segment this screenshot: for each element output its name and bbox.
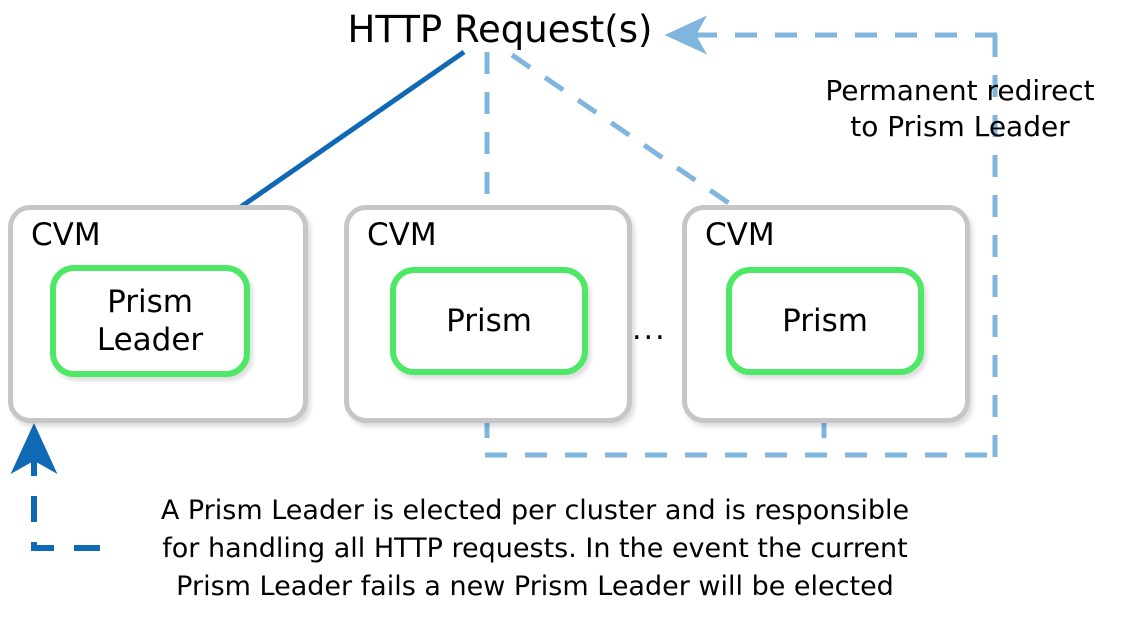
page-title: HTTP Request(s): [347, 8, 653, 51]
diagram-caption: A Prism Leader is elected per cluster an…: [60, 492, 1010, 606]
diagram-caption-line-1: A Prism Leader is elected per cluster an…: [160, 495, 910, 526]
prism-node-3-label: Prism: [782, 303, 868, 339]
cvm-node-3-label: CVM: [705, 217, 775, 253]
diagram-caption-line-3: Prism Leader fails a new Prism Leader wi…: [176, 571, 894, 602]
diagram-caption-line-2: for handling all HTTP requests. In the e…: [162, 533, 908, 564]
redirect-annotation: Permanent redirect to Prism Leader: [795, 73, 1125, 145]
prism-leader-node[interactable]: Prism Leader: [50, 265, 250, 377]
prism-node-3[interactable]: Prism: [726, 267, 924, 375]
prism-node-2-label: Prism: [446, 303, 532, 339]
redirect-annotation-line-1: Permanent redirect: [825, 74, 1095, 107]
cvm-node-1-label: CVM: [31, 217, 101, 253]
prism-leader-label-line-1: Prism: [107, 284, 193, 320]
cvm-node-2-label: CVM: [367, 217, 437, 253]
prism-node-2[interactable]: Prism: [390, 267, 588, 375]
redirect-annotation-line-2: to Prism Leader: [850, 110, 1070, 143]
ellipsis-more-cvms: ...: [632, 312, 667, 347]
prism-leader-label: Prism Leader: [97, 283, 203, 359]
prism-leader-label-line-2: Leader: [96, 322, 204, 358]
